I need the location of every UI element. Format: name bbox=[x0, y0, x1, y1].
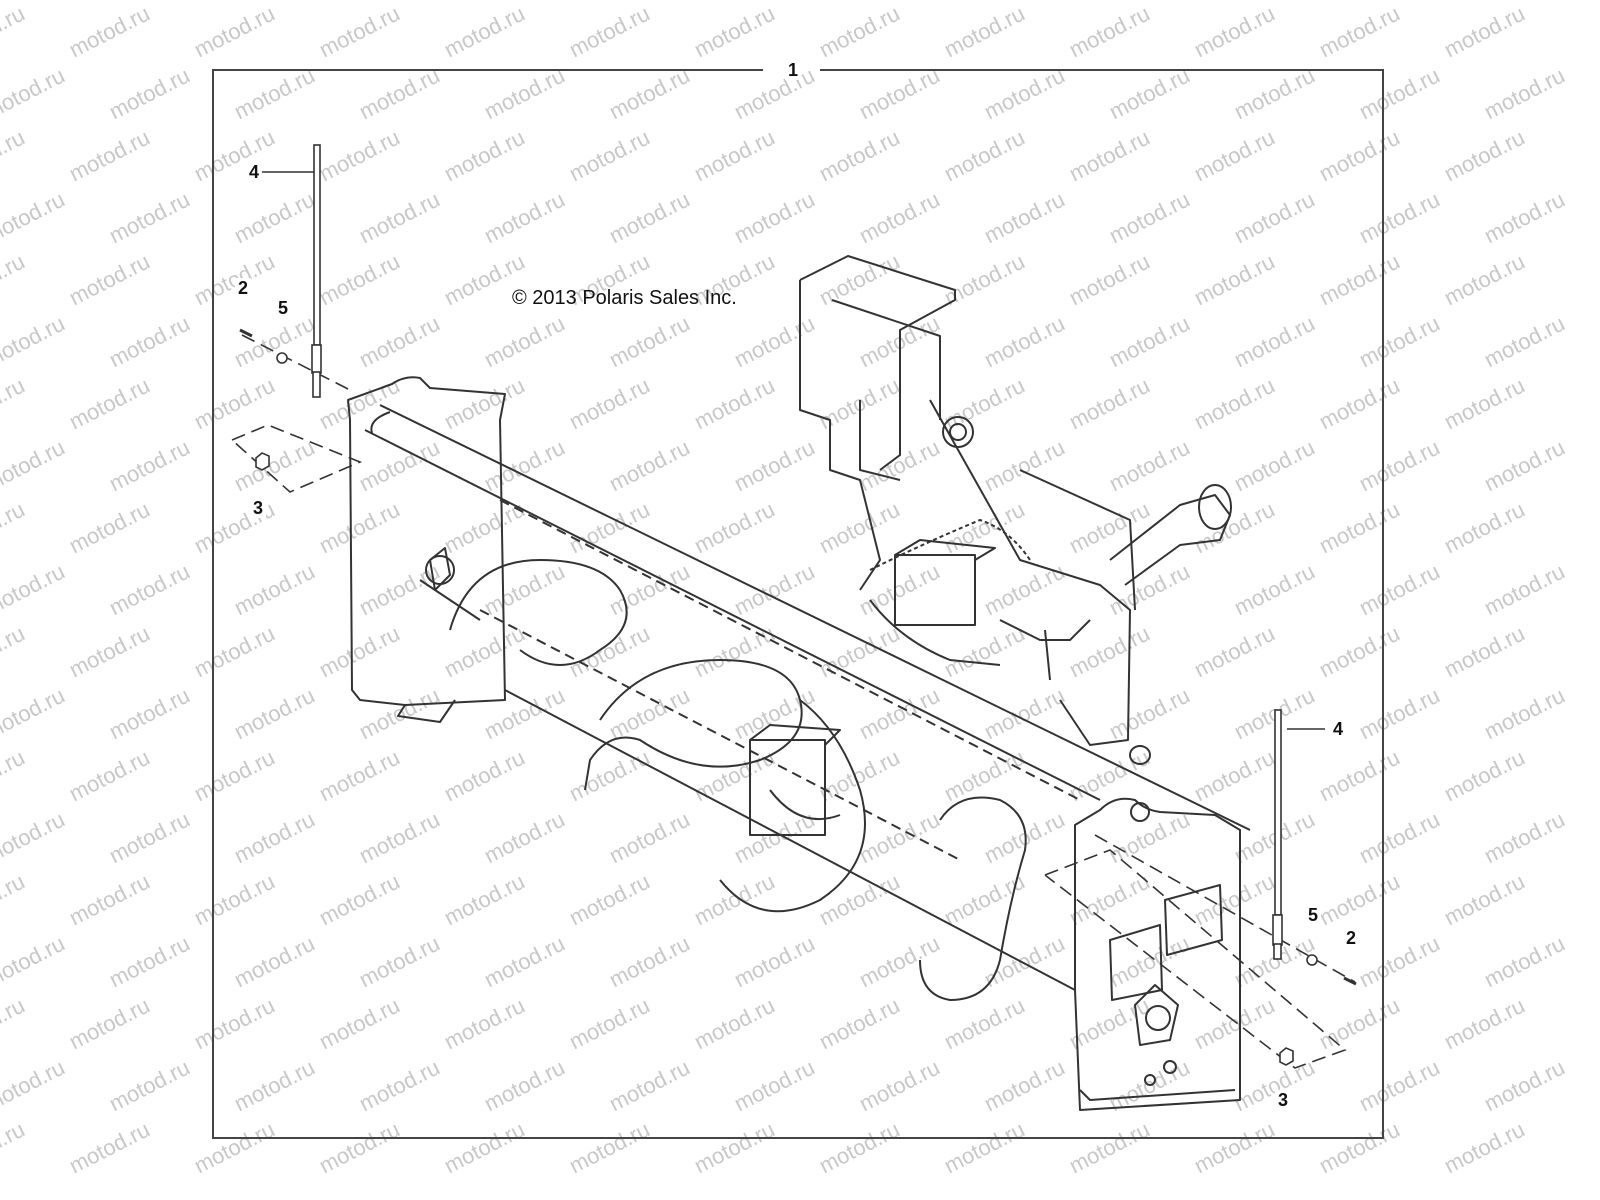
marker-rod-left bbox=[311, 144, 322, 398]
fasteners bbox=[239, 328, 1357, 1066]
callout-5-washer-right: 5 bbox=[1305, 905, 1322, 925]
callout-1-assembly: 1 bbox=[785, 60, 802, 80]
marker-rod-right bbox=[1272, 709, 1283, 960]
snow-blower-assembly bbox=[347, 255, 1251, 1111]
callout-5-washer: 5 bbox=[275, 298, 292, 318]
callout-4-marker-rod: 4 bbox=[246, 162, 263, 182]
callout-2-screw: 2 bbox=[235, 278, 252, 298]
callout-3-nut: 3 bbox=[250, 498, 267, 518]
callout-2-screw-right: 2 bbox=[1343, 928, 1360, 948]
callout-3-nut-right: 3 bbox=[1275, 1090, 1292, 1110]
copyright-notice: © 2013 Polaris Sales Inc. bbox=[512, 287, 737, 309]
callout-4-marker-rod-right: 4 bbox=[1330, 719, 1347, 739]
assembly-frame bbox=[212, 69, 1384, 1139]
leader-lines bbox=[231, 171, 1356, 1069]
